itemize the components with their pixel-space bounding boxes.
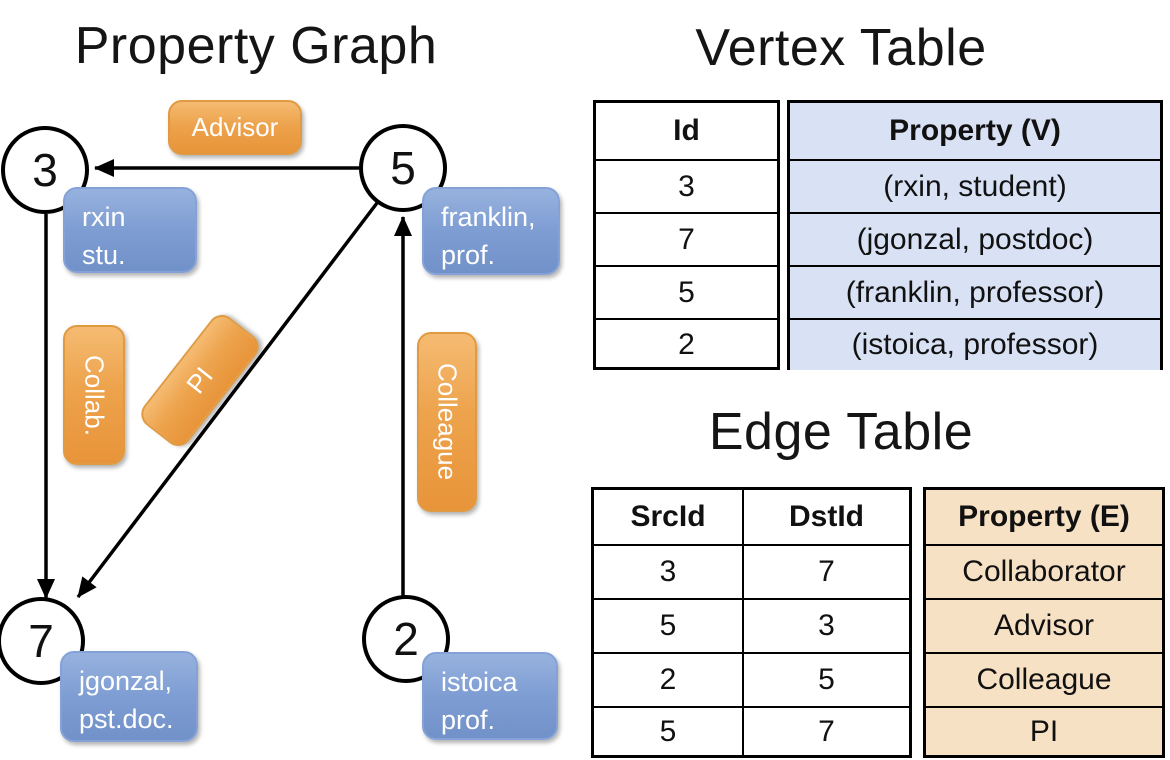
vertex-table-id-column: Id 3 7 5 2 [593, 100, 780, 370]
vertex-card-line2: stu. [82, 240, 126, 270]
edge-dst-cell: 7 [742, 708, 909, 755]
vertex-card-line1: rxin [82, 202, 126, 232]
vertex-card-line2: pst.doc. [79, 704, 174, 734]
edge-label-collab: Collab. [63, 325, 125, 465]
vertex-id-cell: 5 [678, 275, 695, 309]
vertex-property-cell: (rxin, student) [883, 169, 1067, 203]
vertex-id-cell: 3 [678, 169, 695, 203]
vertex-table-title: Vertex Table [695, 19, 987, 77]
edge-table-id-columns: SrcId DstId 3 7 5 3 2 5 5 7 [591, 487, 912, 758]
edge-label-advisor: Advisor [168, 100, 302, 155]
vertex-table-header-id: Id [673, 114, 700, 147]
property-graph-title: Property Graph [74, 17, 438, 75]
vertex-table-property-column: Property (V) (rxin, student) (jgonzal, p… [787, 100, 1163, 370]
graph-node-5: 5 [359, 124, 447, 212]
vertex-card-jgonzal: jgonzal, pst.doc. [60, 651, 198, 742]
vertex-card-franklin: franklin, prof. [422, 187, 560, 275]
edge-src-cell: 2 [659, 663, 677, 696]
vertex-card-rxin: rxin stu. [63, 187, 197, 273]
edge-src-cell: 3 [659, 555, 677, 588]
edge-table-header-srcid: SrcId [630, 500, 706, 533]
edge-table-header-dstid: DstId [742, 490, 909, 544]
edge-property-cell: Collaborator [962, 555, 1126, 588]
edge-dst-cell: 5 [742, 654, 909, 706]
edge-dst-cell: 7 [742, 546, 909, 598]
vertex-card-line2: prof. [441, 240, 496, 270]
edge-property-cell: Advisor [993, 609, 1095, 642]
vertex-card-line2: prof. [441, 705, 496, 735]
vertex-property-cell: (jgonzal, postdoc) [856, 222, 1094, 256]
vertex-property-cell: (istoica, professor) [851, 328, 1099, 361]
edge-property-cell: PI [1029, 714, 1059, 748]
edge-table-title: Edge Table [708, 403, 974, 461]
edge-src-cell: 5 [659, 609, 677, 642]
edge-label-colleague: Colleague [417, 332, 477, 512]
vertex-card-line1: istoica [441, 667, 518, 697]
graph-node-2: 2 [362, 595, 450, 683]
vertex-id-cell: 2 [678, 328, 695, 361]
edge-src-cell: 5 [659, 714, 677, 748]
edge-dst-cell: 3 [742, 600, 909, 652]
vertex-card-line1: jgonzal, [79, 666, 173, 696]
vertex-card-istoica: istoica prof. [422, 652, 558, 740]
edge-table-header-property: Property (E) [958, 500, 1130, 533]
vertex-card-line1: franklin, [441, 202, 536, 232]
vertex-id-cell: 7 [678, 222, 695, 256]
vertex-property-cell: (franklin, professor) [845, 275, 1105, 309]
edge-property-cell: Colleague [976, 663, 1112, 696]
vertex-table-header-property: Property (V) [889, 114, 1061, 147]
edge-table-property-column: Property (E) Collaborator Advisor Collea… [923, 487, 1165, 758]
edge-pi-5-7 [76, 201, 379, 599]
graph-edges [37, 159, 412, 599]
